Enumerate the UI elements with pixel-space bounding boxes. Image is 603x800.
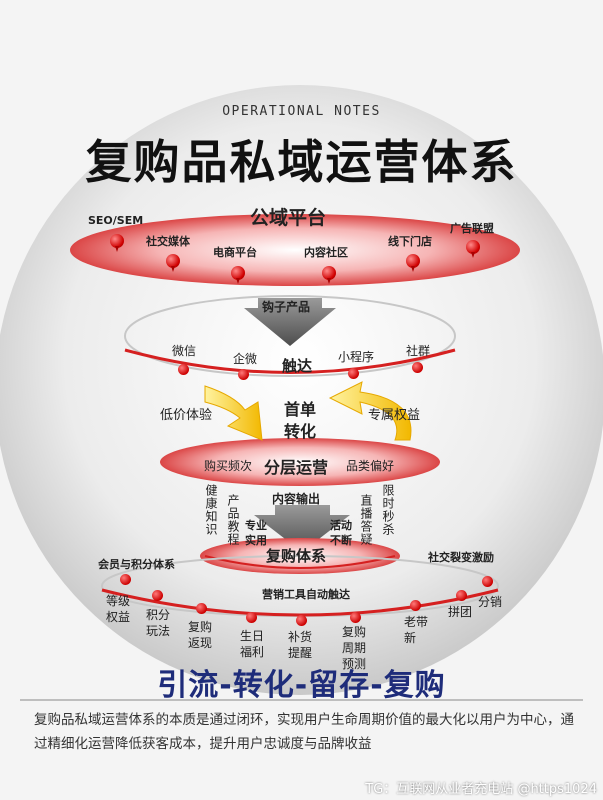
dot-icon <box>196 603 207 614</box>
page-title: 复购品私域运营体系 <box>85 135 518 189</box>
dot-icon <box>246 612 257 623</box>
content-output-label: 内容输出 <box>272 492 321 506</box>
channel-ad-alliance: 广告联盟 <box>450 222 494 235</box>
dot-icon <box>152 590 163 601</box>
item-group-buy: 拼团 <box>448 605 473 619</box>
footer-watermark: TG：互联网从业者充电站 @https1024 <box>365 782 597 797</box>
item-points-gameplay: 积分 玩法 <box>146 608 171 638</box>
channel-mini-program: 小程序 <box>338 350 375 364</box>
item-birthday-benefits: 生日 福利 <box>240 629 265 659</box>
public-domain-title: 公域平台 <box>250 207 327 229</box>
channel-social-media: 社交媒体 <box>146 235 190 248</box>
health-knowledge: 健康知识 <box>204 484 218 536</box>
first-order-label-1: 首单 <box>284 400 317 419</box>
pin-icon <box>466 240 480 258</box>
product-tutorial: 产品教程 <box>226 494 240 546</box>
reach-ring <box>124 295 456 377</box>
live-qa: 直播答疑 <box>359 494 373 546</box>
right-yellow-arrow <box>328 381 412 441</box>
item-referral: 老带 新 <box>404 615 429 645</box>
pin-icon <box>322 266 336 284</box>
professional-practical: 专业实用 <box>245 519 267 547</box>
pin-icon <box>110 234 124 252</box>
dot-icon <box>410 600 421 611</box>
dot-icon <box>348 368 359 379</box>
channel-wecom: 企微 <box>233 352 258 366</box>
activities-nonstop: 活动不断 <box>330 519 352 547</box>
dot-icon <box>178 364 189 375</box>
dot-icon <box>120 574 131 585</box>
channel-content-community: 内容社区 <box>304 246 348 259</box>
reach-label: 触达 <box>282 357 313 375</box>
dot-icon <box>412 362 423 373</box>
exclusive-benefits: 专属权益 <box>368 408 421 423</box>
left-yellow-arrow <box>204 385 263 441</box>
channel-offline-store: 线下门店 <box>388 235 432 248</box>
hook-arrow <box>244 298 336 346</box>
dot-icon <box>350 612 361 623</box>
segmentation-disk <box>160 438 440 486</box>
segmented-operation: 分层运营 <box>264 458 329 477</box>
flow-banner: 引流-转化-留存-复购 <box>157 668 446 703</box>
pin-icon <box>231 266 245 284</box>
channel-ecommerce: 电商平台 <box>213 246 257 259</box>
low-price-trial: 低价体验 <box>160 408 213 423</box>
first-order-label-2: 转化 <box>284 422 317 441</box>
item-cycle-prediction: 复购 周期 预测 <box>342 625 367 671</box>
category-preference: 品类偏好 <box>346 459 395 473</box>
item-distribution: 分销 <box>478 595 503 609</box>
hook-product-label: 钩子产品 <box>262 300 311 314</box>
dot-icon <box>296 615 307 626</box>
repurchase-system: 复购体系 <box>266 547 327 565</box>
public-domain-disk <box>70 214 520 286</box>
membership-points-title: 会员与积分体系 <box>98 558 175 571</box>
social-fission-title: 社交裂变激励 <box>428 551 494 564</box>
channel-community: 社群 <box>406 344 431 358</box>
channel-wechat: 微信 <box>172 344 197 358</box>
item-restock-reminder: 补货 提醒 <box>288 630 313 660</box>
pin-icon <box>166 254 180 272</box>
item-level-benefits: 等级 权益 <box>106 594 131 624</box>
purchase-frequency: 购买频次 <box>204 459 253 473</box>
subtitle: OPERATIONAL NOTES <box>222 104 381 119</box>
channel-seo: SEO/SEM <box>88 214 144 227</box>
dot-icon <box>238 369 249 380</box>
dot-icon <box>456 590 467 601</box>
flash-sale: 限时秒杀 <box>381 484 395 536</box>
content-arrow <box>254 505 350 552</box>
item-cashback: 复购 返现 <box>188 620 213 650</box>
pin-icon <box>406 254 420 272</box>
summary-note: 复购品私域运营体系的本质是通过闭环，实现用户生命周期价值的最大化以用户为中心，通… <box>34 712 574 752</box>
dot-icon <box>482 576 493 587</box>
marketing-tools-label: 营销工具自动触达 <box>262 588 350 601</box>
